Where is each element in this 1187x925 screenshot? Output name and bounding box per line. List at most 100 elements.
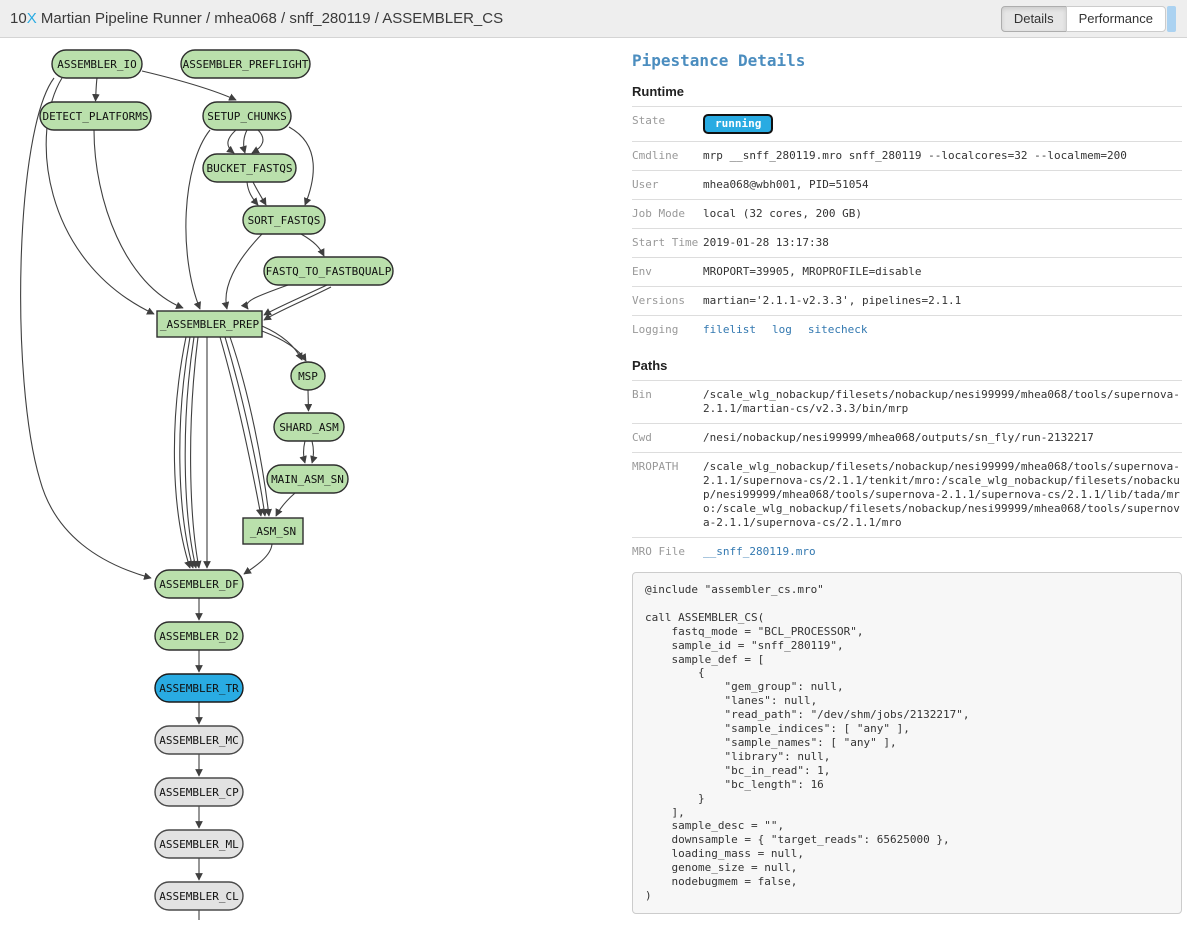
edge-_ASSEMBLER_PREP-to-ASSEMBLER_DF xyxy=(173,336,192,569)
node-SORT_FASTQS[interactable]: SORT_FASTQS xyxy=(242,205,326,235)
paths-heading: Paths xyxy=(632,358,668,373)
edge-_ASSEMBLER_PREP-to-_ASM_SN xyxy=(229,336,273,517)
detail-row-bin: Bin/scale_wlg_nobackup/filesets/nobackup… xyxy=(632,380,1182,423)
node-SETUP_CHUNKS[interactable]: SETUP_CHUNKS xyxy=(202,101,292,131)
edge-MSP-to-SHARD_ASM xyxy=(304,389,313,412)
node-ASSEMBLER_TR[interactable]: ASSEMBLER_TR xyxy=(154,673,244,703)
node-label: FASTQ_TO_FASTBQUALP xyxy=(266,265,392,278)
edge-BUCKET_FASTQS-to-SORT_FASTQS xyxy=(246,181,259,206)
view-toggle-group: Details Performance xyxy=(1000,6,1166,32)
node-label: SHARD_ASM xyxy=(279,421,339,434)
row-label: Start Time xyxy=(632,236,699,249)
edge-_ASM_SN-to-ASSEMBLER_DF xyxy=(243,543,273,575)
brand-x: X xyxy=(26,10,37,27)
node-shape xyxy=(156,310,263,338)
node-shape xyxy=(202,101,292,131)
top-bar: 10X Martian Pipeline Runner / mhea068 / … xyxy=(0,0,1187,38)
edge-_ASSEMBLER_PREP-to-MSP xyxy=(261,325,303,361)
node-ASSEMBLER_ML[interactable]: ASSEMBLER_ML xyxy=(154,829,244,859)
row-value: mrp __snff_280119.mro snff_280119 --loca… xyxy=(703,149,1127,162)
detail-row-mropath: MROPATH/scale_wlg_nobackup/filesets/noba… xyxy=(632,452,1182,537)
detail-row-job-mode: Job Mode local (32 cores, 200 GB) xyxy=(632,199,1182,228)
performance-button[interactable]: Performance xyxy=(1065,6,1166,32)
node-label: ASSEMBLER_CL xyxy=(159,890,239,903)
node-ASSEMBLER_MC[interactable]: ASSEMBLER_MC xyxy=(154,725,244,755)
node-label: MAIN_ASM_SN xyxy=(271,473,344,486)
node-ASSEMBLER_D2[interactable]: ASSEMBLER_D2 xyxy=(154,621,244,651)
mro-code: @include "assembler_cs.mro" call ASSEMBL… xyxy=(632,572,1182,914)
node-DETECT_PLATFORMS[interactable]: DETECT_PLATFORMS xyxy=(39,101,152,131)
node-ASSEMBLER_DF[interactable]: ASSEMBLER_DF xyxy=(154,569,244,599)
node-shape xyxy=(39,101,152,131)
node-BUCKET_FASTQS[interactable]: BUCKET_FASTQS xyxy=(202,153,297,183)
node-shape xyxy=(180,49,311,79)
brand-10: 10 xyxy=(10,10,27,27)
node-label: _ASM_SN xyxy=(250,525,296,538)
node-SHARD_ASM[interactable]: SHARD_ASM xyxy=(273,412,345,442)
node-_ASSEMBLER_PREP[interactable]: _ASSEMBLER_PREP xyxy=(156,310,263,338)
node-shape xyxy=(202,153,297,183)
edge-_ASSEMBLER_PREP-to-_ASM_SN xyxy=(219,336,264,517)
node-shape xyxy=(290,361,326,391)
row-label: Job Mode xyxy=(632,207,685,220)
node-label: ASSEMBLER_TR xyxy=(159,682,239,695)
detail-row-logging: Logging filelist log sitecheck xyxy=(632,315,1182,344)
node-shape xyxy=(273,412,345,442)
row-value: martian='2.1.1-v2.3.3', pipelines=2.1.1 xyxy=(703,294,962,307)
node-shape xyxy=(154,725,244,755)
edge-FASTQ_TO_FASTBQUALP-to-_ASSEMBLER_PREP xyxy=(263,286,332,321)
row-value: local (32 cores, 200 GB) xyxy=(703,207,862,220)
row-value: /scale_wlg_nobackup/filesets/nobackup/ne… xyxy=(703,460,1180,529)
node-label: MSP xyxy=(298,370,318,383)
edge-MAIN_ASM_SN-to-_ASM_SN xyxy=(275,492,296,517)
row-label: Bin xyxy=(632,388,652,401)
row-label: MRO File xyxy=(632,545,685,558)
node-MSP[interactable]: MSP xyxy=(290,361,326,391)
log-link[interactable]: log xyxy=(771,323,792,336)
node-ASSEMBLER_PREFLIGHT[interactable]: ASSEMBLER_PREFLIGHT xyxy=(180,49,311,79)
node-ASSEMBLER_IO[interactable]: ASSEMBLER_IO xyxy=(51,49,143,79)
sitecheck-link[interactable]: sitecheck xyxy=(807,323,868,336)
row-label: Logging xyxy=(632,323,679,336)
edge-ASSEMBLER_IO-to-ASSEMBLER_DF xyxy=(20,77,152,580)
row-value: running xyxy=(703,114,1182,134)
details-button[interactable]: Details xyxy=(1000,6,1067,32)
node-shape xyxy=(242,205,326,235)
row-value: /scale_wlg_nobackup/filesets/nobackup/ne… xyxy=(703,388,1180,415)
pipeline-graph: ASSEMBLER_IO ASSEMBLER_PREFLIGHT DETECT_PL… xyxy=(20,49,394,920)
edge-SETUP_CHUNKS-to-_ASSEMBLER_PREP xyxy=(185,129,211,310)
node-ASSEMBLER_CL[interactable]: ASSEMBLER_CL xyxy=(154,881,244,911)
node-shape xyxy=(154,673,244,703)
node-label: ASSEMBLER_CP xyxy=(159,786,239,799)
filelist-link[interactable]: filelist xyxy=(703,323,756,336)
edge-SETUP_CHUNKS-to-BUCKET_FASTQS xyxy=(239,129,248,154)
row-value: /nesi/nobackup/nesi99999/mhea068/outputs… xyxy=(703,431,1094,444)
row-value: __snff_280119.mro xyxy=(703,545,1182,559)
node-_ASM_SN[interactable]: _ASM_SN xyxy=(242,517,304,545)
edge-SORT_FASTQS-to-_ASSEMBLER_PREP xyxy=(221,233,263,310)
node-label: ASSEMBLER_PREFLIGHT xyxy=(183,58,309,71)
node-label: ASSEMBLER_MC xyxy=(159,734,238,747)
node-ASSEMBLER_CP[interactable]: ASSEMBLER_CP xyxy=(154,777,244,807)
row-label: Cwd xyxy=(632,431,652,444)
node-label: SORT_FASTQS xyxy=(248,214,321,227)
edge-SETUP_CHUNKS-to-SORT_FASTQS xyxy=(288,126,314,206)
node-shape xyxy=(51,49,143,79)
node-MAIN_ASM_SN[interactable]: MAIN_ASM_SN xyxy=(266,464,349,494)
node-label: SETUP_CHUNKS xyxy=(207,110,286,123)
edge-SETUP_CHUNKS-to-BUCKET_FASTQS xyxy=(251,129,264,154)
breadcrumb-text: Martian Pipeline Runner / mhea068 / snff… xyxy=(36,10,504,27)
edge-ASSEMBLER_IO-to-DETECT_PLATFORMS xyxy=(92,77,100,102)
panel-title: Pipestance Details xyxy=(632,51,806,70)
node-FASTQ_TO_FASTBQUALP[interactable]: FASTQ_TO_FASTBQUALP xyxy=(263,256,394,286)
edge-_ASSEMBLER_PREP-to-MSP xyxy=(261,330,307,362)
node-label: ASSEMBLER_D2 xyxy=(159,630,238,643)
mro-file-link[interactable]: __snff_280119.mro xyxy=(703,545,816,558)
edge-DETECT_PLATFORMS-to-_ASSEMBLER_PREP xyxy=(93,129,184,310)
detail-row-cwd: Cwd/nesi/nobackup/nesi99999/mhea068/outp… xyxy=(632,423,1182,452)
row-value: mhea068@wbh001, PID=51054 xyxy=(703,178,869,191)
